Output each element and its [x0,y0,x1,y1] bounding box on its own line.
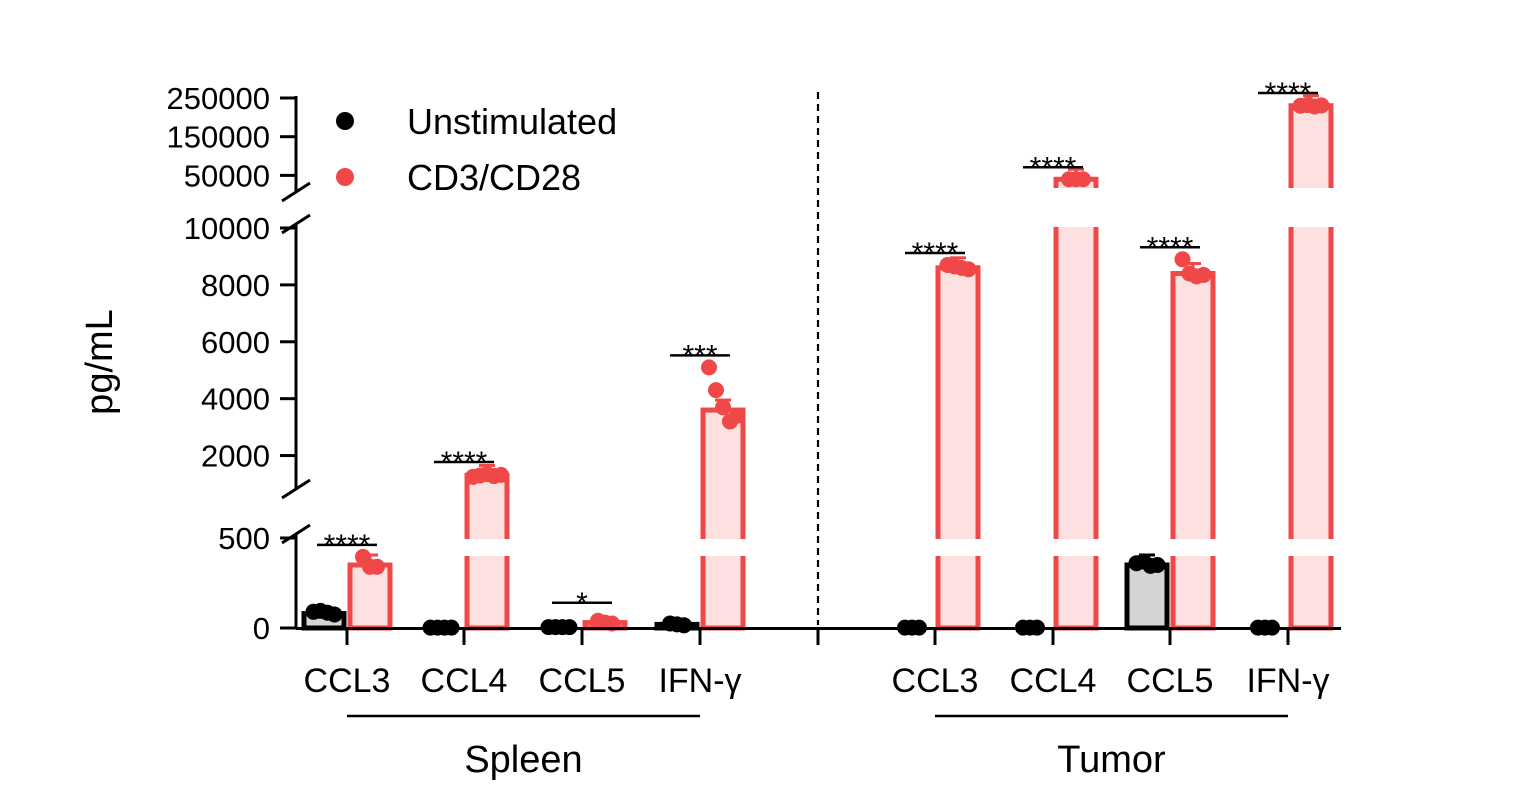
data-point [960,261,977,278]
axis-break-mark [281,213,311,235]
significance-stars: **** [441,446,488,479]
x-category-label: CCL5 [539,662,626,700]
significance-annotations: **************************** [317,77,1318,620]
significance-stars: * [576,587,588,620]
bar-axis-break-gap [1052,188,1100,227]
data-point [1149,557,1166,573]
x-category-label: CCL5 [1127,662,1214,700]
legend-label: Unstimulated [407,101,617,142]
y-tick-label: 8000 [201,268,270,303]
data-point [708,382,724,399]
axis-break-mark [281,478,311,500]
significance-stars: **** [1265,77,1312,110]
y-tick-label: 2000 [201,439,270,474]
data-point [676,617,692,634]
y-tick-label: 4000 [201,382,270,417]
data-point [326,606,343,623]
y-tick-label: 10000 [184,211,270,246]
data-point [729,407,745,424]
data-point [1075,171,1091,188]
y-tick-label: 0 [253,611,270,646]
y-tick-label: 500 [218,521,270,556]
bar [1053,176,1099,631]
legend-label: CD3/CD28 [407,157,581,198]
y-tick-label: 6000 [201,325,270,360]
bar-axis-break-gap [1287,188,1335,227]
x-category-label: CCL3 [304,662,391,700]
legend-marker [336,112,354,130]
data-point [701,359,717,376]
data-point [1313,97,1330,114]
legend-marker [336,168,354,186]
bar-axis-break-gap [463,539,511,556]
bar-axis-break-gap [1052,539,1100,556]
bar-axis-break-gap [699,539,747,556]
x-category-label: CCL3 [892,662,979,700]
significance-stars: **** [1147,231,1194,264]
significance-stars: *** [682,339,717,372]
bars [301,94,1335,631]
data-point [493,466,509,483]
bar-axis-break-gap [1169,539,1217,556]
axis-break-mark [281,181,311,203]
y-tick-label: 250000 [167,81,270,116]
axis-break-mark [281,523,311,545]
bar [700,407,746,631]
bar-axis-break-gap [934,539,982,556]
significance-stars: **** [324,529,371,562]
y-tick-label: 150000 [167,120,270,155]
group-label: Spleen [464,739,582,781]
y-axis-label: pg/mL [79,309,121,415]
bar [935,265,981,631]
x-category-label: IFN-γ [658,662,741,700]
bar-axis-break-gap [1287,539,1335,556]
significance-stars: **** [1030,151,1077,184]
x-category-label: CCL4 [1010,662,1097,700]
data-point [1174,251,1191,268]
data-point [715,399,731,416]
y-tick-label: 50000 [184,158,270,193]
bar [1170,271,1216,631]
data-point [1195,266,1212,283]
significance-stars: **** [912,237,959,270]
data-points [305,96,1330,636]
data-point [369,558,385,575]
bar [1124,562,1170,631]
x-category-label: CCL4 [421,662,508,700]
x-category-label: IFN-γ [1246,662,1329,700]
group-label: Tumor [1057,739,1166,781]
